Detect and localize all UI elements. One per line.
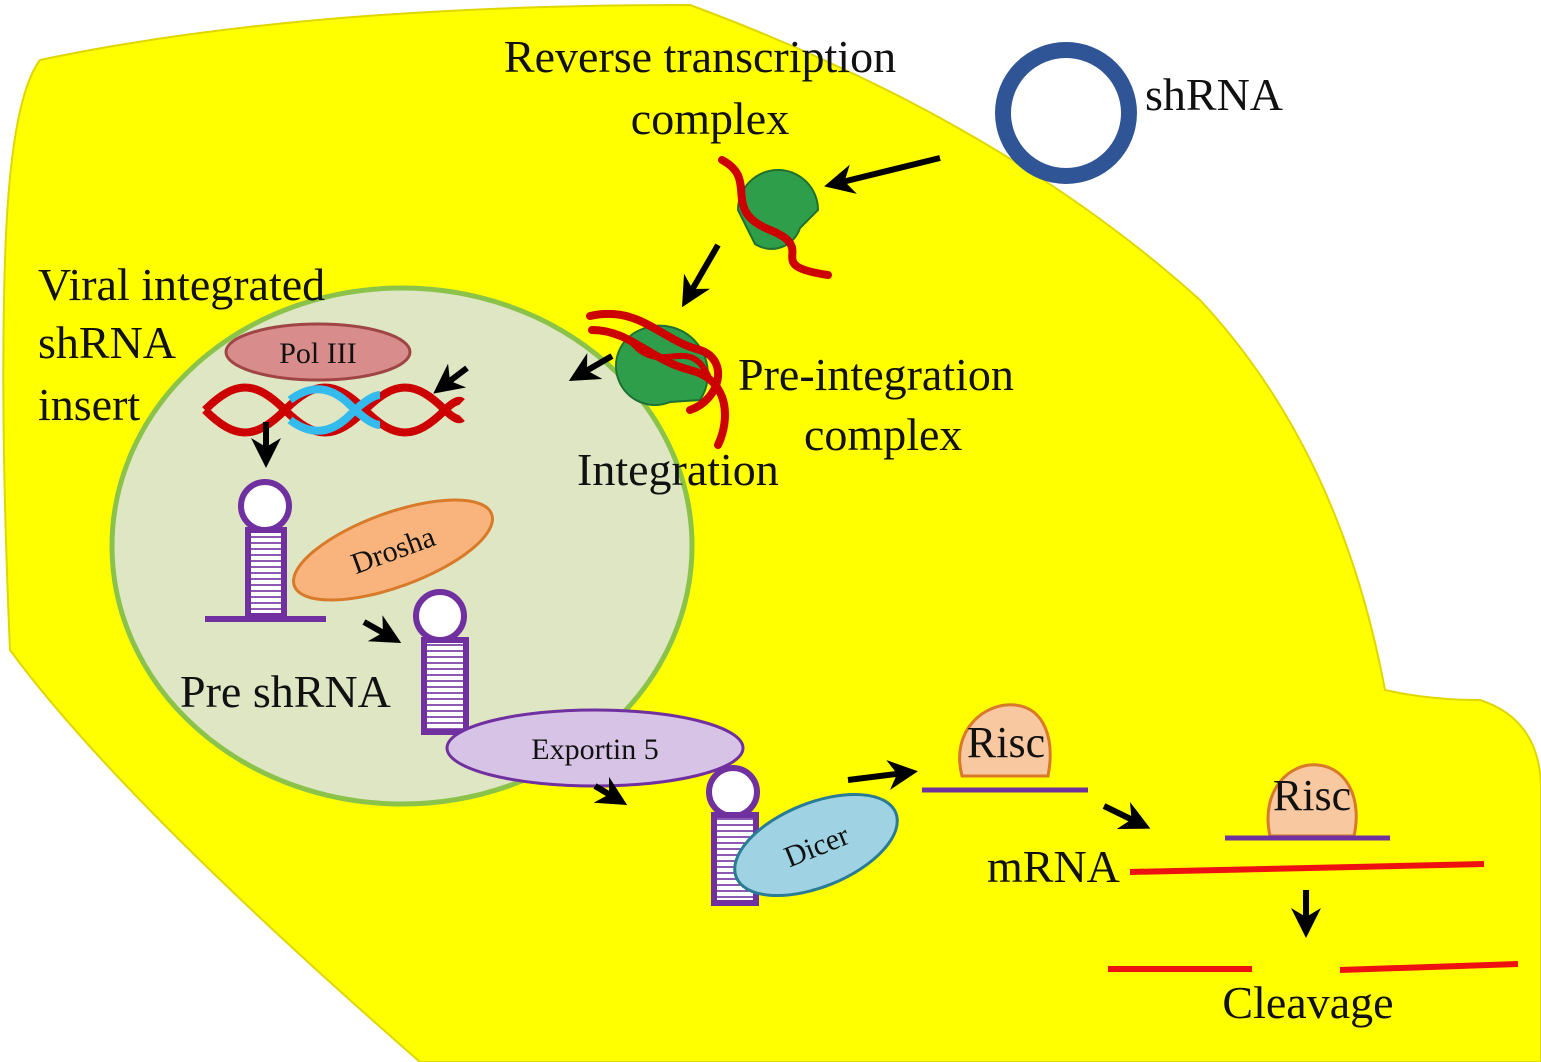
pathway-arrows xyxy=(251,155,1321,938)
risc-complex-1: Risc xyxy=(922,703,1088,793)
integration-label: Integration xyxy=(577,444,779,495)
mrna-strand xyxy=(1129,861,1485,875)
arrow-to-nucleus xyxy=(568,352,614,382)
viral-insert-label-line2: shRNA xyxy=(38,317,176,368)
cleaved-fragment-right xyxy=(1339,961,1519,973)
arrow-to-risc xyxy=(847,760,918,790)
arrow-entry xyxy=(824,155,941,194)
risc-2-label: Risc xyxy=(1273,771,1351,820)
exportin5-label: Exportin 5 xyxy=(531,733,659,766)
risc-complex-2: Risc xyxy=(1225,763,1390,841)
drosha-enzyme: Drosha xyxy=(292,498,494,602)
cytoplasmic-shrna-hairpin xyxy=(706,765,760,906)
reverse-transcription-label-line1: Reverse transcription xyxy=(504,31,896,82)
pre-shrna-label: Pre shRNA xyxy=(180,666,391,717)
pre-shrna-hairpin xyxy=(413,589,469,735)
reverse-transcription-complex xyxy=(718,156,832,279)
arrow-to-mrna xyxy=(1102,801,1151,829)
mrna-label: mRNA xyxy=(987,841,1120,892)
pol3-enzyme: Pol III xyxy=(224,322,412,382)
pre-integration-complex xyxy=(586,310,729,449)
arrow-to-helix xyxy=(433,363,469,394)
pre-integration-label-line2: complex xyxy=(804,409,962,460)
pre-integration-label-line1: Pre-integration xyxy=(738,349,1014,400)
integrated-dna-helix xyxy=(202,383,465,437)
viral-insert-label-line3: insert xyxy=(38,379,140,430)
reverse-transcription-label-line2: complex xyxy=(631,93,789,144)
pol3-label: Pol III xyxy=(279,337,357,370)
dicer-enzyme: Dicer xyxy=(733,792,899,898)
arrow-to-preintegration xyxy=(681,243,721,308)
viral-insert-label-line1: Viral integrated xyxy=(38,259,325,310)
shrna-plasmid-ring xyxy=(995,42,1137,184)
primary-shrna-hairpin xyxy=(205,479,326,622)
cleavage-label: Cleavage xyxy=(1222,977,1393,1028)
shrna-plasmid-label: shRNA xyxy=(1145,69,1283,120)
arrow-export xyxy=(593,776,628,806)
arrow-drosha-processing xyxy=(362,615,402,643)
risc-1-label: Risc xyxy=(967,718,1045,767)
exportin5-enzyme: Exportin 5 xyxy=(445,708,745,788)
